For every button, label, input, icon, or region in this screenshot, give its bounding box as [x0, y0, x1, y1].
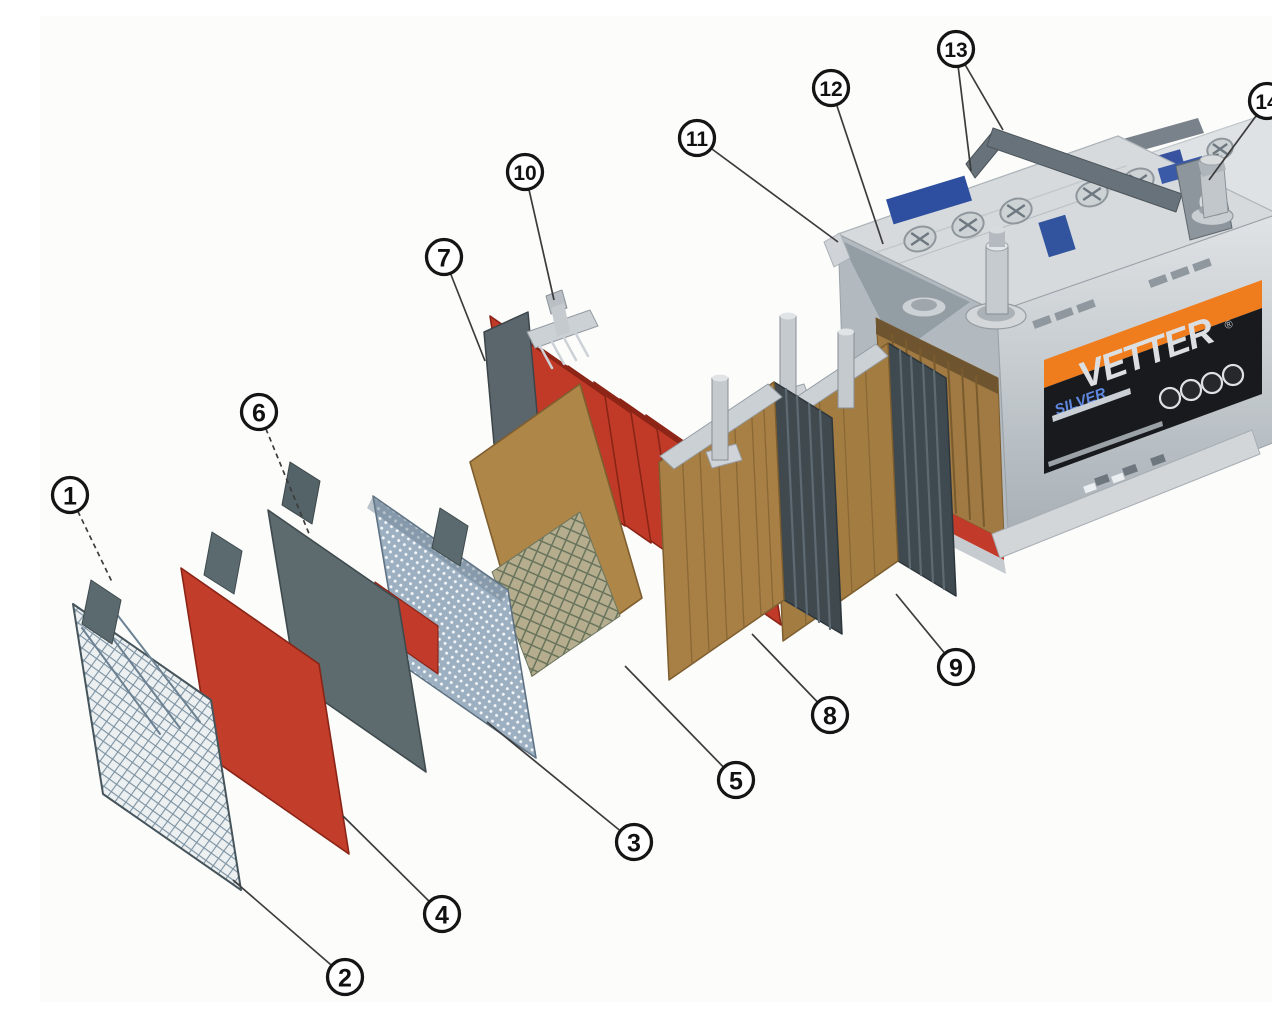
callout-number: 11 — [686, 128, 709, 151]
callout-number: 2 — [338, 965, 352, 993]
callout-11: 11 — [680, 121, 715, 156]
callout-4: 4 — [425, 897, 460, 932]
terminal-ring-rear-inner — [911, 299, 937, 311]
callout-number: 9 — [949, 655, 963, 683]
pack-a-post-top — [712, 375, 728, 382]
leader-line — [525, 172, 554, 300]
leader-line — [697, 138, 838, 242]
callout-5: 5 — [719, 763, 754, 798]
pack-b-post2 — [838, 332, 854, 408]
strap-finger — [564, 338, 576, 360]
callout-number: 8 — [823, 703, 837, 731]
label-badge — [1202, 373, 1222, 393]
callout-12: 12 — [814, 71, 849, 106]
callout-number: 12 — [819, 78, 842, 101]
battery-exploded-view-diagram: VETTER®SILVER 1234567891011121314 — [40, 16, 1272, 1002]
pack-a-post — [712, 378, 728, 460]
label-badge — [1181, 380, 1201, 400]
callout-13: 13 — [939, 32, 974, 67]
callout-8: 8 — [813, 698, 848, 733]
diagram-canvas: VETTER®SILVER 1234567891011121314 — [40, 16, 1272, 1002]
label-badge — [1223, 365, 1243, 385]
callout-number: 7 — [437, 245, 451, 273]
corner-post-bolt-top — [989, 227, 1005, 234]
callout-9: 9 — [939, 650, 974, 685]
label-badge — [1160, 388, 1180, 408]
callout-number: 14 — [1255, 91, 1272, 114]
leader-line — [487, 722, 634, 842]
callout-number: 13 — [944, 39, 967, 62]
leader-line — [625, 666, 736, 780]
callout-number: 1 — [63, 483, 77, 511]
callout-number: 10 — [513, 162, 536, 185]
pack-b-post2-top — [838, 329, 854, 336]
leader-line — [831, 88, 883, 244]
corner-post — [986, 246, 1008, 314]
callout-1: 1 — [53, 478, 88, 513]
callout-7: 7 — [427, 240, 462, 275]
callout-3: 3 — [617, 825, 652, 860]
pack-b-post-top — [780, 313, 796, 320]
callout-14: 14 — [1250, 84, 1272, 119]
callout-number: 6 — [252, 400, 266, 428]
callout-number: 4 — [435, 902, 449, 930]
callout-6: 6 — [242, 395, 277, 430]
diagram-parts-layer: VETTER®SILVER — [73, 112, 1272, 890]
leader-line — [343, 816, 442, 914]
callout-10: 10 — [508, 155, 543, 190]
positive-plate-lug — [204, 532, 242, 594]
callout-2: 2 — [328, 960, 363, 995]
strap-finger — [576, 334, 588, 356]
leader-line — [233, 880, 345, 977]
callout-number: 5 — [729, 768, 743, 796]
callout-number: 3 — [627, 830, 641, 858]
